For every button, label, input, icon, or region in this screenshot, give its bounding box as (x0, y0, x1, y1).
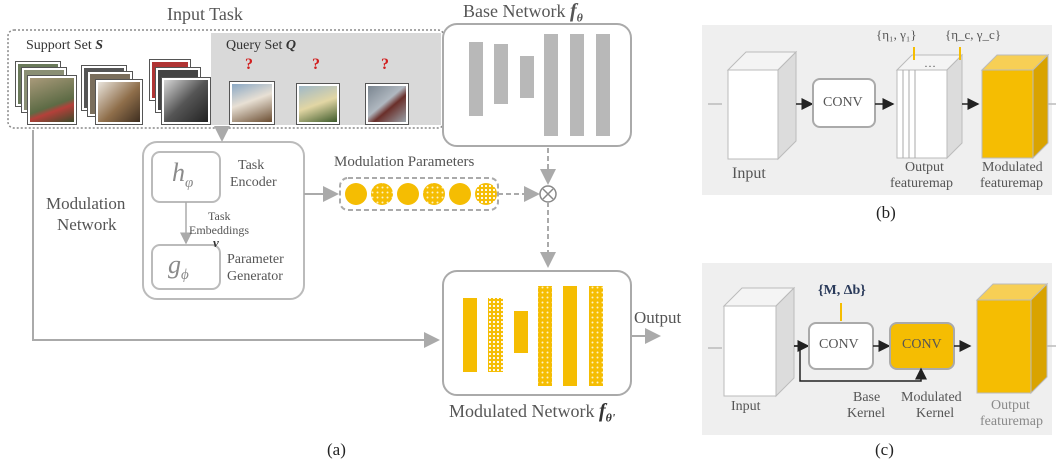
caption-a: (a) (327, 440, 346, 459)
query-image-2 (297, 84, 339, 124)
panel-c-input-cube (722, 286, 796, 398)
query-image-1 (230, 82, 274, 124)
multiply-icon (539, 185, 557, 203)
query-mark-1: ? (245, 56, 253, 73)
panel-b-modulated-featuremap (980, 53, 1050, 160)
task-embeddings-label-2: Embeddings (189, 223, 249, 237)
panel-c-mb-label: {M, Δb} (818, 283, 866, 298)
panel-c-base-kernel-2: Kernel (847, 406, 886, 421)
panel-b-output-label-1: Output (905, 160, 944, 175)
panel-c-input-label: Input (731, 399, 761, 414)
query-image-3 (366, 84, 408, 124)
output-label: Output (634, 308, 682, 327)
panel-c-mod-kernel-2: Kernel (916, 406, 955, 421)
param-generator-label-2: Generator (227, 269, 283, 284)
param-generator-symbol: gϕ (168, 250, 189, 284)
base-network-layers (469, 34, 610, 136)
panel-b-conv-label: CONV (823, 95, 863, 110)
modulation-parameters-label: Modulation Parameters (334, 154, 475, 170)
task-encoder-symbol: hφ (172, 158, 194, 192)
panel-c-conv-label: CONV (819, 337, 859, 352)
param-generator-label-1: Parameter (227, 252, 284, 267)
support-set-label: Support Set S (26, 38, 104, 53)
panel-b-modulated-label-1: Modulated (982, 160, 1043, 175)
panel-b-modulated-label-2: featuremap (980, 176, 1043, 191)
query-set-label: Query Set Q (226, 38, 297, 53)
panel-b-input-cube (726, 50, 798, 161)
modulation-param-circles (345, 183, 497, 205)
panel-b-eta1-label: {η₁, γ₁} (876, 27, 917, 42)
input-task-title: Input Task (167, 4, 243, 24)
panel-c-output-label-2: featuremap (980, 414, 1043, 429)
panel-c-output-label-1: Output (991, 398, 1030, 413)
panel-c-base-kernel-1: Base (853, 390, 881, 405)
task-embeddings-symbol: v (213, 235, 219, 250)
panel-c-conv-mod-label: CONV (902, 337, 942, 352)
base-network-label: Base Network fθ (463, 0, 583, 25)
param-generator-box (151, 244, 221, 290)
task-embeddings-label-1: Task (208, 209, 231, 223)
panel-b-output-featuremap (895, 53, 964, 160)
caption-c: (c) (875, 440, 894, 459)
query-mark-2: ? (312, 56, 320, 73)
panel-b-conv-box (812, 78, 876, 128)
panel-b-dots: … (924, 56, 936, 70)
caption-b: (b) (876, 203, 896, 222)
modulation-network-label-2: Network (57, 215, 117, 234)
panel-b-output-label-2: featuremap (890, 176, 953, 191)
task-encoder-label-2: Encoder (230, 175, 277, 190)
modulation-network-label-1: Modulation (46, 194, 126, 213)
modulated-network-layers (463, 286, 603, 386)
panel-b-input-label: Input (732, 165, 766, 182)
task-encoder-label-1: Task (238, 158, 265, 173)
panel-b-etac-label: {η_c, γ_c} (945, 27, 1002, 42)
modulated-network-label: Modulated Network fθ' (449, 400, 616, 425)
panel-c-output-featuremap (975, 282, 1049, 395)
query-mark-3: ? (381, 56, 389, 73)
panel-c-mod-kernel-1: Modulated (901, 390, 962, 405)
